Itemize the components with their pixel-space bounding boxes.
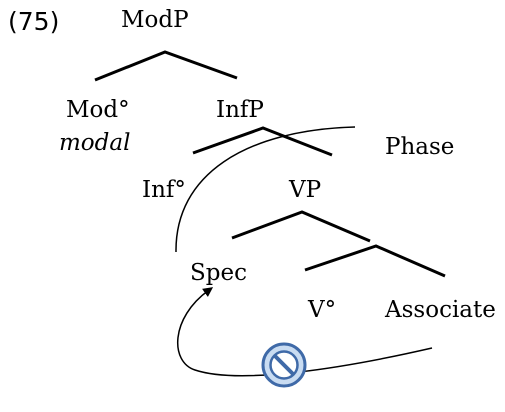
node-v-head: V° xyxy=(308,297,337,323)
node-infp: InfP xyxy=(216,97,264,123)
prohibited-sign-slash xyxy=(272,353,296,377)
v-bar-branches xyxy=(304,244,446,278)
node-associate: Associate xyxy=(385,297,496,323)
vp-branches xyxy=(231,210,371,243)
node-modp: ModP xyxy=(121,7,189,33)
node-vp: VP xyxy=(289,177,322,203)
infp-branches xyxy=(192,126,333,157)
node-mod-head: Mod° xyxy=(66,97,130,123)
node-inf-head: Inf° xyxy=(142,177,186,203)
node-phase: Phase xyxy=(385,134,455,160)
node-spec: Spec xyxy=(190,260,247,286)
example-number: (75) xyxy=(8,7,60,36)
node-modal: modal xyxy=(59,130,131,156)
modp-branches xyxy=(94,50,238,82)
prohibited-sign-icon xyxy=(261,342,307,388)
phase-boundary-curve xyxy=(175,126,356,253)
movement-arrow xyxy=(176,287,433,377)
